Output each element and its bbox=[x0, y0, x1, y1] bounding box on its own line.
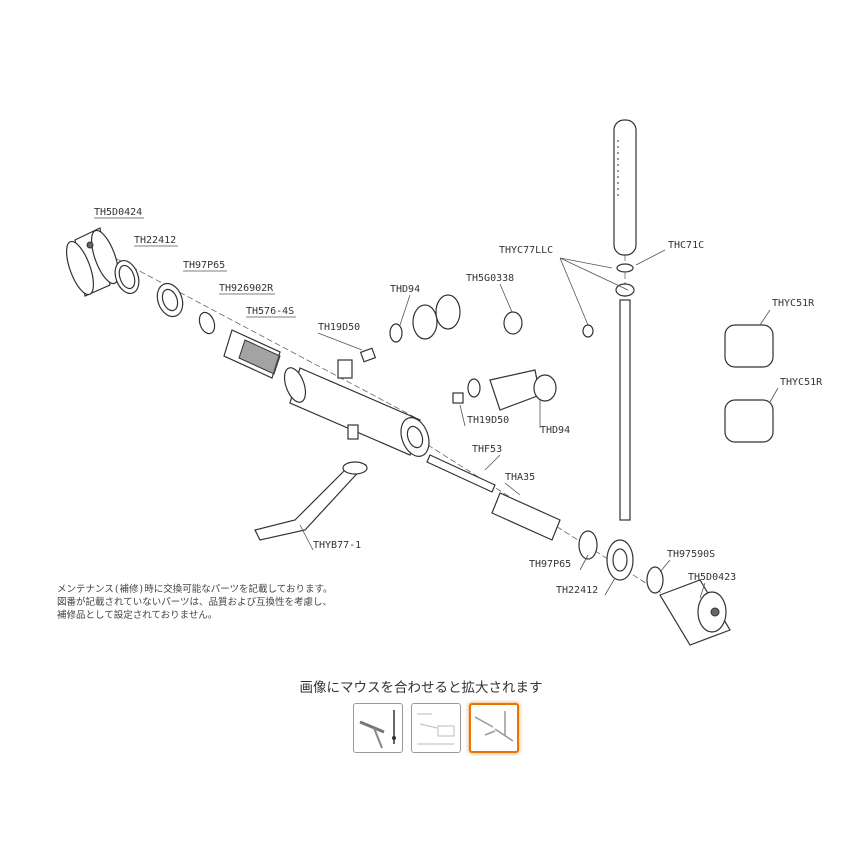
note-line: メンテナンス(補修)時に交換可能なパーツを記載しております。 bbox=[57, 584, 333, 595]
part-label: TH5D0423 bbox=[688, 572, 736, 583]
connector-part bbox=[359, 294, 594, 363]
hand-shower-part bbox=[613, 119, 637, 521]
mixer-body-part bbox=[283, 359, 430, 457]
part-label: THYC77LLC bbox=[499, 245, 553, 256]
part-label: THYB77-1 bbox=[313, 540, 361, 551]
part-label: THA35 bbox=[505, 472, 535, 483]
thumbnail-strip bbox=[353, 703, 519, 753]
ring-part bbox=[114, 259, 140, 295]
note-line: 図番が記載されていないパーツは、品質および互換性を考慮し、 bbox=[57, 597, 333, 608]
part-label: TH97P65 bbox=[183, 260, 225, 271]
thumbnail-3[interactable] bbox=[469, 703, 519, 753]
zoom-hint-caption: 画像にマウスを合わせると拡大されます bbox=[299, 680, 543, 696]
part-label: THD94 bbox=[540, 425, 570, 436]
part-label: THYC51R bbox=[780, 377, 823, 388]
part-label: TH19D50 bbox=[467, 415, 509, 426]
thumbnail-1[interactable] bbox=[353, 703, 403, 753]
part-label: THF53 bbox=[472, 444, 502, 455]
part-label: TH576-4S bbox=[246, 306, 294, 317]
holder-part bbox=[724, 324, 774, 443]
handle-right-part bbox=[659, 579, 731, 646]
connector-part-lower bbox=[452, 369, 557, 411]
spec-thumbnail-image bbox=[417, 713, 455, 745]
part-label: THD94 bbox=[390, 284, 420, 295]
parts-thumbnail-image bbox=[474, 711, 514, 742]
part-label: TH22412 bbox=[134, 235, 176, 246]
oring-part bbox=[198, 311, 216, 335]
part-label: TH22412 bbox=[556, 585, 598, 596]
part-labels: TH5D0424 TH22412 TH97P65 TH926902R TH576… bbox=[94, 207, 823, 599]
nut-part bbox=[156, 282, 184, 318]
shaft-part bbox=[426, 454, 664, 594]
spout-part bbox=[254, 461, 368, 541]
faucet-thumbnail-image bbox=[359, 710, 396, 749]
part-label: TH5D0424 bbox=[94, 207, 142, 218]
part-label: TH926902R bbox=[219, 283, 274, 294]
handle-left-part bbox=[65, 227, 120, 297]
part-label: TH5G0338 bbox=[466, 273, 514, 284]
axis-line bbox=[419, 439, 721, 631]
thumbnail-2[interactable] bbox=[411, 703, 461, 753]
parts-diagram[interactable]: TH5D0424 TH22412 TH97P65 TH926902R TH576… bbox=[0, 0, 842, 660]
part-label: TH97590S bbox=[667, 549, 715, 560]
part-label: TH97P65 bbox=[529, 559, 571, 570]
part-label: THYC51R bbox=[772, 298, 815, 309]
part-label: TH19D50 bbox=[318, 322, 360, 333]
part-label: THC71C bbox=[668, 240, 704, 251]
note-line: 補修品として設定されておりません。 bbox=[57, 610, 218, 621]
axis-line bbox=[99, 249, 421, 421]
cartridge-part bbox=[223, 329, 281, 379]
maintenance-notes: メンテナンス(補修)時に交換可能なパーツを記載しております。 図番が記載されてい… bbox=[57, 583, 333, 622]
